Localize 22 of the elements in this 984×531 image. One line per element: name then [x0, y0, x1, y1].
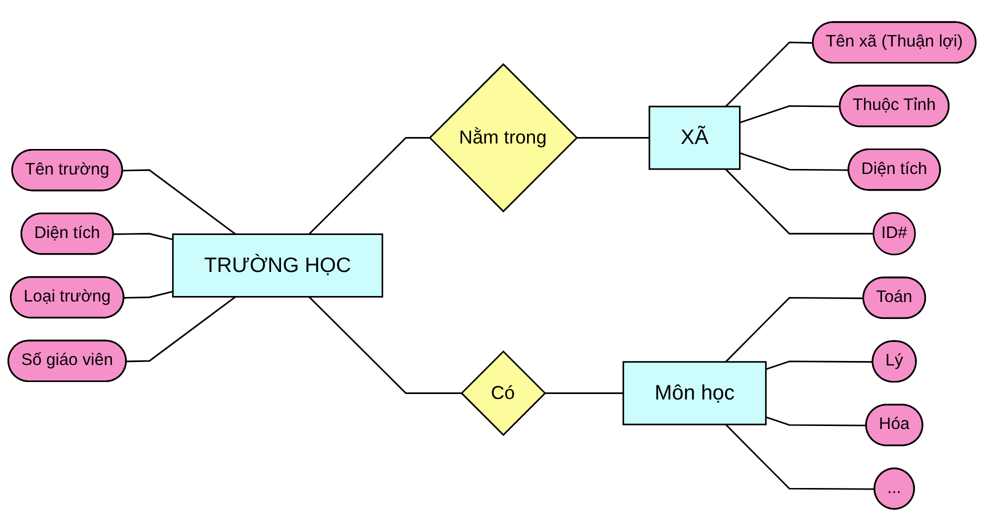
node-diamond: Có [460, 350, 546, 436]
connector [308, 137, 430, 235]
connector [122, 169, 236, 235]
connector [740, 152, 849, 171]
connector [113, 232, 174, 240]
node-box: Môn học [622, 361, 767, 426]
connector [308, 296, 462, 394]
connector [126, 296, 236, 362]
connector [725, 42, 814, 108]
node-diamond: Nằm trong [428, 63, 578, 212]
connector [724, 168, 874, 234]
node-circle: ID# [872, 212, 916, 256]
connector [725, 297, 864, 362]
connector [544, 392, 624, 394]
connector [124, 290, 174, 299]
node-box: TRƯỜNG HỌC [172, 233, 384, 298]
connector [766, 416, 867, 426]
node-box: XÃ [648, 106, 741, 170]
connector [576, 137, 650, 139]
connector [766, 360, 874, 370]
connector [740, 105, 840, 124]
connector [725, 424, 875, 490]
